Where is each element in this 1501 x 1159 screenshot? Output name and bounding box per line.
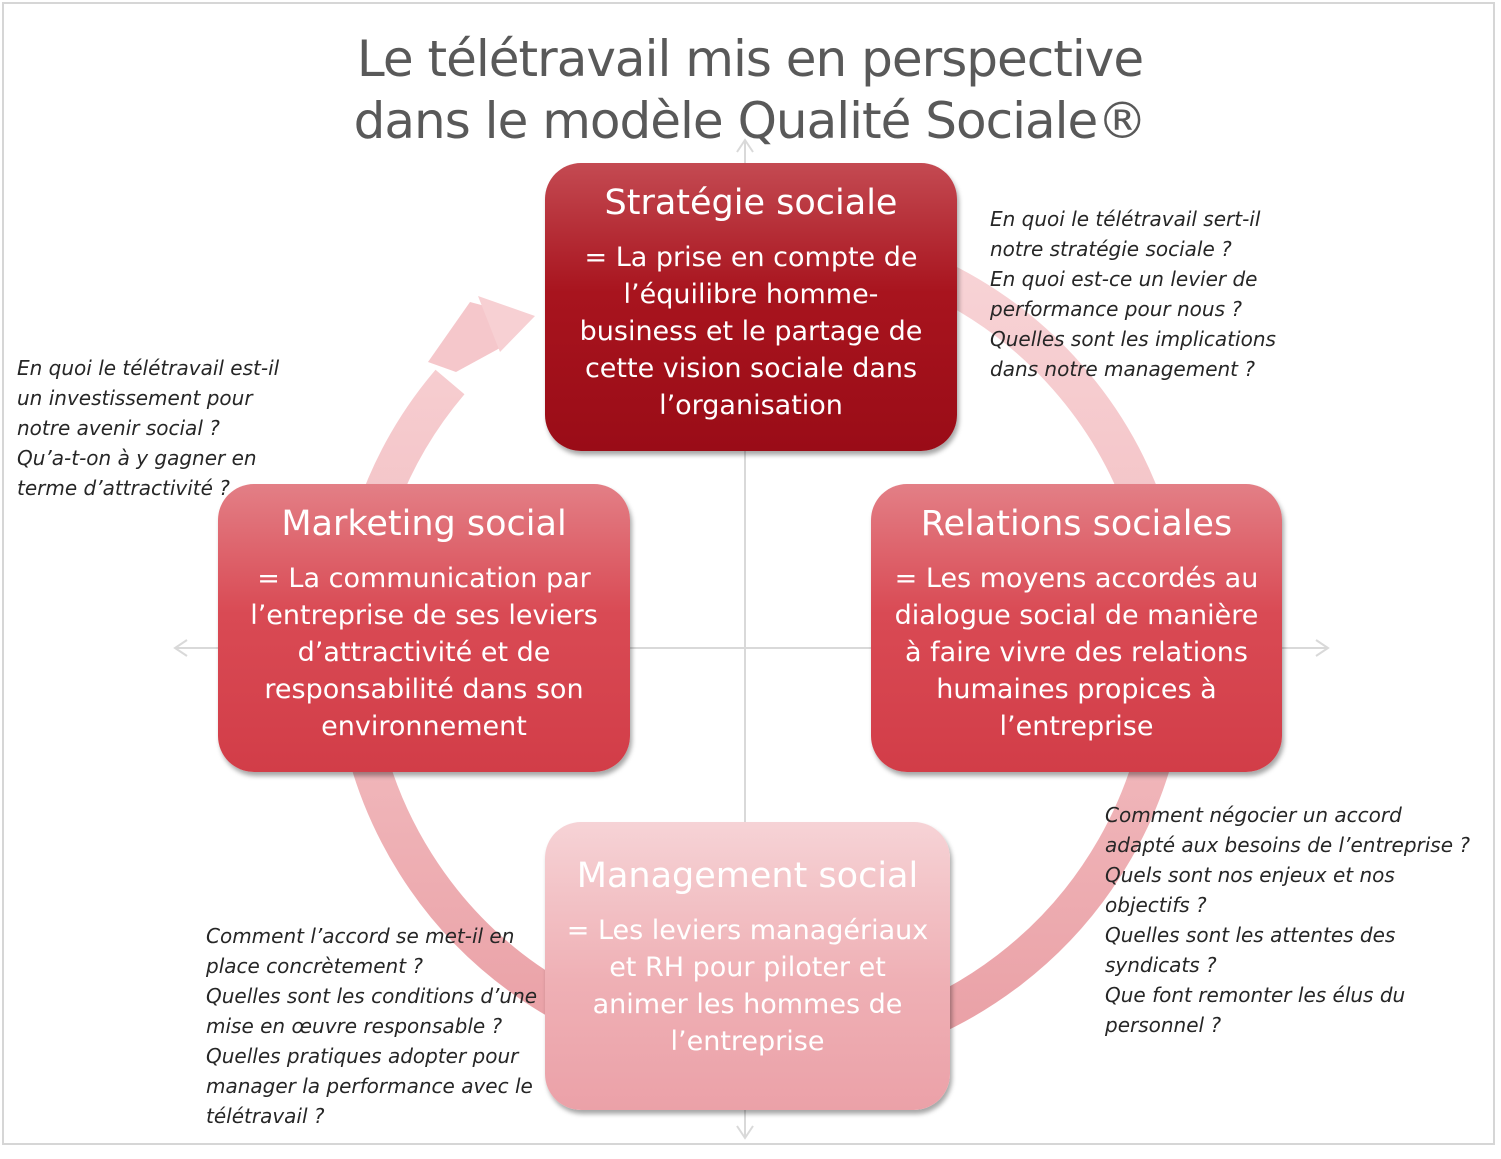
questions-relations: Comment négocier un accord adapté aux be…	[1105, 800, 1485, 1040]
box-line: l’organisation	[659, 390, 843, 421]
questions-management: Comment l’accord se met-il en place conc…	[206, 921, 546, 1131]
question-line: objectifs ?	[1105, 893, 1207, 917]
question-line: Quelles sont les implications	[990, 327, 1276, 351]
box-line: humaines propices à	[936, 674, 1217, 705]
question-line: personnel ?	[1105, 1013, 1222, 1037]
box-line: l’entreprise	[670, 1026, 825, 1057]
box-strategie-sociale: Stratégie sociale = La prise en compte d…	[545, 163, 957, 451]
box-line: = La communication par	[257, 563, 591, 594]
title-line-2: dans le modèle Qualité Sociale®	[353, 92, 1148, 150]
box-heading: Relations sociales	[920, 504, 1233, 544]
question-line: Quels sont nos enjeux et nos	[1105, 863, 1395, 887]
axis-arrow-bottom	[736, 1125, 754, 1140]
box-line: à faire vivre des relations	[905, 637, 1248, 668]
question-line: manager la performance avec le	[206, 1074, 533, 1098]
box-line: animer les hommes de	[592, 989, 903, 1020]
questions-marketing: En quoi le télétravail est-il un investi…	[17, 353, 317, 503]
question-line: place concrètement ?	[206, 954, 424, 978]
box-line: l’entreprise de ses leviers	[250, 600, 598, 631]
page-title: Le télétravail mis en perspective dans l…	[300, 28, 1200, 152]
question-line: adapté aux besoins de l’entreprise ?	[1105, 833, 1470, 857]
box-line: = La prise en compte de	[584, 242, 918, 273]
questions-strategie: En quoi le télétravail sert-il notre str…	[990, 204, 1320, 384]
question-line: mise en œuvre responsable ?	[206, 1014, 503, 1038]
box-line: = Les moyens accordés au	[894, 563, 1259, 594]
question-line: performance pour nous ?	[990, 297, 1242, 321]
axis-arrow-right	[1315, 639, 1330, 657]
box-marketing-social: Marketing social = La communication par …	[218, 484, 630, 772]
box-line: l’entreprise	[999, 711, 1154, 742]
box-line: cette vision sociale dans	[584, 353, 918, 384]
box-line: et RH pour piloter et	[609, 952, 886, 983]
question-line: un investissement pour	[17, 386, 253, 410]
question-line: syndicats ?	[1105, 953, 1217, 977]
question-line: Quelles sont les conditions d’une	[206, 984, 538, 1008]
question-line: Comment négocier un accord	[1105, 803, 1402, 827]
question-line: Que font remonter les élus du	[1105, 983, 1406, 1007]
box-line: l’équilibre homme-	[623, 279, 879, 310]
box-heading: Stratégie sociale	[604, 183, 898, 223]
question-line: notre avenir social ?	[17, 416, 220, 440]
question-line: En quoi le télétravail sert-il	[990, 207, 1261, 231]
box-line: d’attractivité et de	[297, 637, 551, 668]
title-line-1: Le télétravail mis en perspective	[356, 30, 1144, 88]
box-management-social: Management social = Les leviers managéri…	[545, 822, 950, 1110]
question-line: terme d’attractivité ?	[17, 476, 230, 500]
box-line: business et le partage de	[579, 316, 923, 347]
box-line: environnement	[321, 711, 527, 742]
box-line: dialogue social de manière	[894, 600, 1259, 631]
box-line: responsabilité dans son	[264, 674, 584, 705]
question-line: télétravail ?	[206, 1104, 325, 1128]
question-line: notre stratégie sociale ?	[990, 237, 1232, 261]
box-relations-sociales: Relations sociales = Les moyens accordés…	[871, 484, 1282, 772]
question-line: Quelles sont les attentes des	[1105, 923, 1396, 947]
axis-arrow-left	[173, 639, 188, 657]
question-line: dans notre management ?	[990, 357, 1255, 381]
question-line: Qu’a-t-on à y gagner en	[17, 446, 257, 470]
question-line: En quoi le télétravail est-il	[17, 356, 280, 380]
question-line: Quelles pratiques adopter pour	[206, 1044, 519, 1068]
question-line: Comment l’accord se met-il en	[206, 924, 515, 948]
box-heading: Management social	[576, 856, 919, 896]
box-line: = Les leviers managériaux	[566, 915, 929, 946]
axis-arrow-top	[736, 138, 754, 153]
box-heading: Marketing social	[281, 504, 567, 544]
question-line: En quoi est-ce un levier de	[990, 267, 1258, 291]
